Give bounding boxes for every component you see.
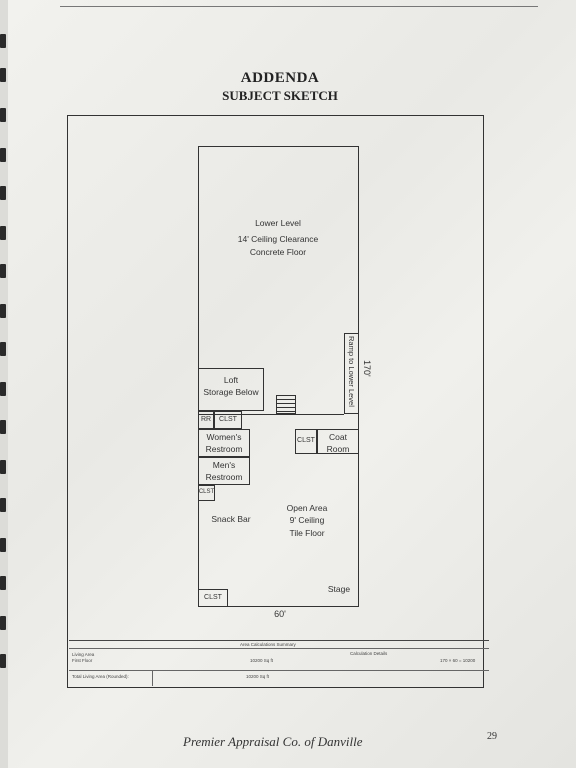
closet-room — [295, 429, 317, 454]
open-area-label: Open Area 9' Ceiling Tile Floor — [286, 503, 328, 538]
page-subtitle: SUBJECT SKETCH — [222, 88, 338, 103]
stairs-icon — [276, 395, 296, 414]
binder-ring — [0, 576, 6, 590]
binder-ring — [0, 654, 6, 668]
binder-ring — [0, 460, 6, 474]
binder-ring — [0, 68, 6, 82]
womens-restroom-label: Women's Restroom — [205, 432, 243, 455]
lower-level-label: Lower Level 14' Ceiling Clearance Concre… — [237, 218, 319, 257]
page-title: ADDENDA — [240, 70, 320, 86]
binder-ring — [0, 264, 6, 278]
mens-restroom — [198, 457, 250, 485]
closet-label: CLST — [204, 594, 222, 601]
ramp — [344, 333, 359, 414]
area-summary — [69, 640, 489, 686]
dimension-170: 170' — [362, 360, 372, 377]
snack-bar-label: Snack Bar — [211, 514, 251, 524]
page-number: 29 — [487, 731, 497, 742]
first-floor-label: First Floor — [72, 658, 93, 663]
calculation-details-label: Calculation Details — [350, 651, 388, 656]
mens-restroom-label: Men's Restroom — [205, 460, 243, 483]
living-area-label: Living Area — [72, 652, 95, 657]
binder-ring — [0, 538, 6, 552]
lower-level-wall — [198, 414, 344, 415]
total-living-area-label: Total Living Area (Rounded): — [72, 674, 129, 679]
binder-ring — [0, 616, 6, 630]
loft-room — [198, 368, 264, 411]
binder-ring — [0, 420, 6, 434]
binder-ring — [0, 108, 6, 122]
binder-ring — [0, 498, 6, 512]
binder-ring — [0, 382, 6, 396]
binder-ring — [0, 342, 6, 356]
sketch-frame — [67, 115, 484, 688]
binder-ring — [0, 226, 6, 240]
womens-restroom — [198, 429, 250, 457]
closet-room — [198, 485, 215, 501]
rr-room — [198, 411, 214, 429]
rr-label: RR — [200, 416, 212, 423]
binder-ring — [0, 186, 6, 200]
ramp-label: Ramp to Lower Level — [347, 336, 356, 407]
coat-room — [317, 429, 359, 454]
closet-room — [214, 411, 242, 429]
dimension-60: 60' — [274, 609, 286, 619]
coat-room-label: Coat Room — [326, 432, 350, 455]
closet-label: CLST — [219, 416, 237, 423]
closet-label: CLST — [297, 437, 315, 444]
top-rule — [60, 6, 538, 7]
loft-label: Loft Storage Below — [203, 375, 259, 398]
company-footer: Premier Appraisal Co. of Danville — [183, 734, 363, 749]
area-summary-title: Area Calculations Summary — [240, 642, 296, 647]
stage-label: Stage — [327, 584, 351, 594]
total-living-area-value: 10200 Sq ft — [246, 674, 270, 679]
closet-label: CLST — [198, 489, 215, 495]
binder-ring — [0, 148, 6, 162]
binder-ring — [0, 304, 6, 318]
closet-room — [198, 589, 228, 607]
first-floor-value: 10200 Sq ft — [250, 658, 274, 663]
calculation-formula: 170 × 60 = 10200 — [440, 658, 476, 663]
binder-ring — [0, 34, 6, 48]
